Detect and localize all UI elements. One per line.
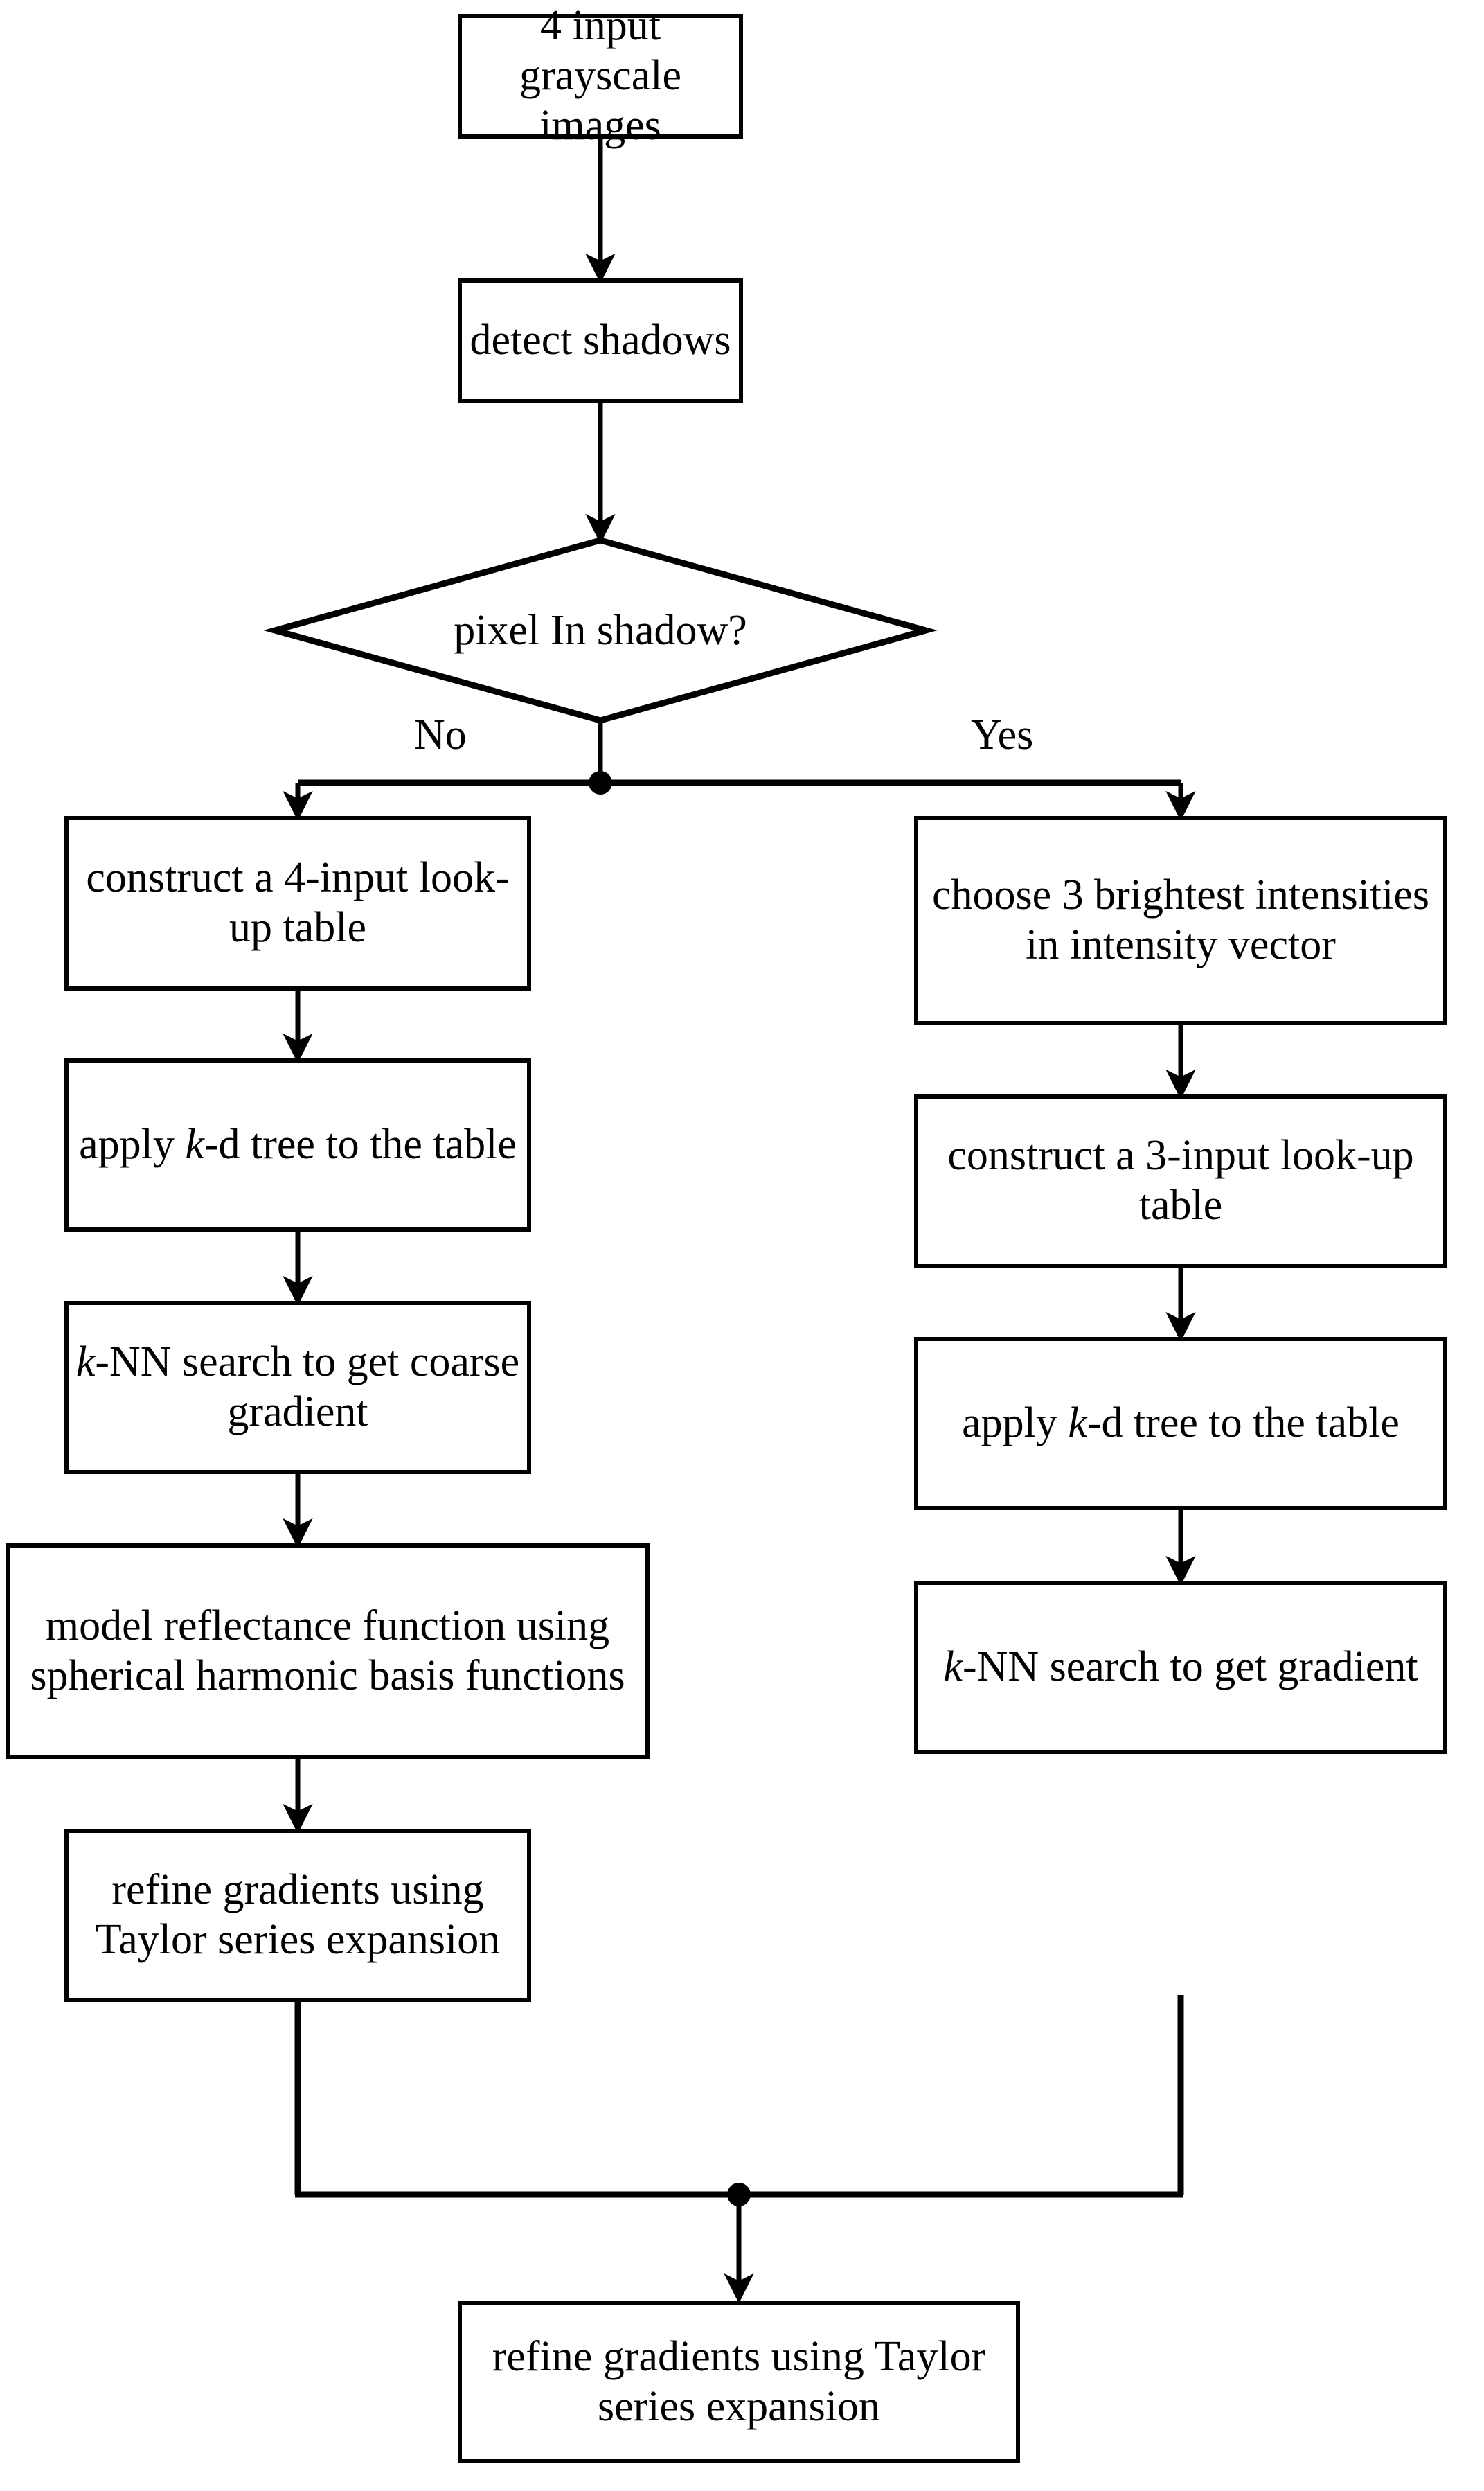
node-construct-4-input-lut[interactable]: construct a 4-input look-up table [64, 816, 531, 991]
kd-left-post: -d tree to the table [204, 1121, 517, 1169]
decision-diamond-shape [263, 537, 938, 724]
node-construct-3-input-lut-label: construct a 3-input look-up table [947, 1132, 1414, 1229]
node-knn-coarse-gradient[interactable]: k-NN search to get coarse gradient [64, 1301, 531, 1474]
kd-right-italic-k: k [1068, 1399, 1087, 1447]
node-apply-kd-tree-right-label: apply k-d tree to the table [925, 1399, 1436, 1448]
edge-label-no: No [414, 711, 467, 759]
kd-left-italic-k: k [185, 1121, 204, 1169]
split-junction-dot [589, 771, 612, 795]
node-refine-gradients-final-label: refine gradients using Taylor series exp… [492, 2333, 986, 2430]
node-input-images-label: 4 input grayscale images [519, 2, 682, 149]
node-refine-gradients-left[interactable]: refine gradients using Taylor series exp… [64, 1829, 531, 2002]
node-refine-gradients-left-label: refine gradients using Taylor series exp… [95, 1866, 501, 1963]
node-detect-shadows-label: detect shadows [470, 317, 731, 364]
node-apply-kd-tree-left[interactable]: apply k-d tree to the table [64, 1058, 531, 1232]
node-refine-gradients-final[interactable]: refine gradients using Taylor series exp… [458, 2301, 1020, 2463]
kd-right-pre: apply [962, 1399, 1069, 1447]
node-construct-3-input-lut[interactable]: construct a 3-input look-up table [914, 1094, 1447, 1268]
knn-coarse-italic-k: k [75, 1338, 96, 1386]
node-detect-shadows[interactable]: detect shadows [458, 278, 743, 403]
node-choose-3-brightest[interactable]: choose 3 brightest intensities in intens… [914, 816, 1447, 1025]
knn-gradient-post: -NN search to get gradient [962, 1643, 1418, 1691]
node-knn-gradient[interactable]: k-NN search to get gradient [914, 1581, 1447, 1754]
node-choose-3-brightest-label: choose 3 brightest intensities in intens… [931, 871, 1430, 968]
knn-gradient-italic-k: k [943, 1643, 963, 1691]
node-knn-coarse-gradient-label: k-NN search to get coarse gradient [75, 1338, 520, 1437]
node-input-images[interactable]: 4 input grayscale images [458, 2, 743, 149]
node-construct-4-input-lut-label: construct a 4-input look-up table [86, 854, 510, 951]
edge-label-yes: Yes [971, 711, 1034, 759]
node-model-reflectance-function-label: model reflectance function using spheric… [30, 1602, 625, 1699]
node-apply-kd-tree-left-label: apply k-d tree to the table [75, 1120, 520, 1170]
merge-junction-dot [727, 2183, 751, 2206]
knn-coarse-post: -NN search to get coarse gradient [95, 1338, 520, 1435]
node-model-reflectance-function[interactable]: model reflectance function using spheric… [6, 1543, 650, 1759]
node-knn-gradient-label: k-NN search to get gradient [925, 1642, 1436, 1692]
kd-right-post: -d tree to the table [1087, 1399, 1400, 1447]
node-decision-pixel-in-shadow[interactable]: pixel In shadow? [275, 540, 926, 720]
node-decision-label: pixel In shadow? [454, 606, 747, 654]
node-apply-kd-tree-right[interactable]: apply k-d tree to the table [914, 1337, 1447, 1510]
kd-left-pre: apply [79, 1121, 186, 1169]
